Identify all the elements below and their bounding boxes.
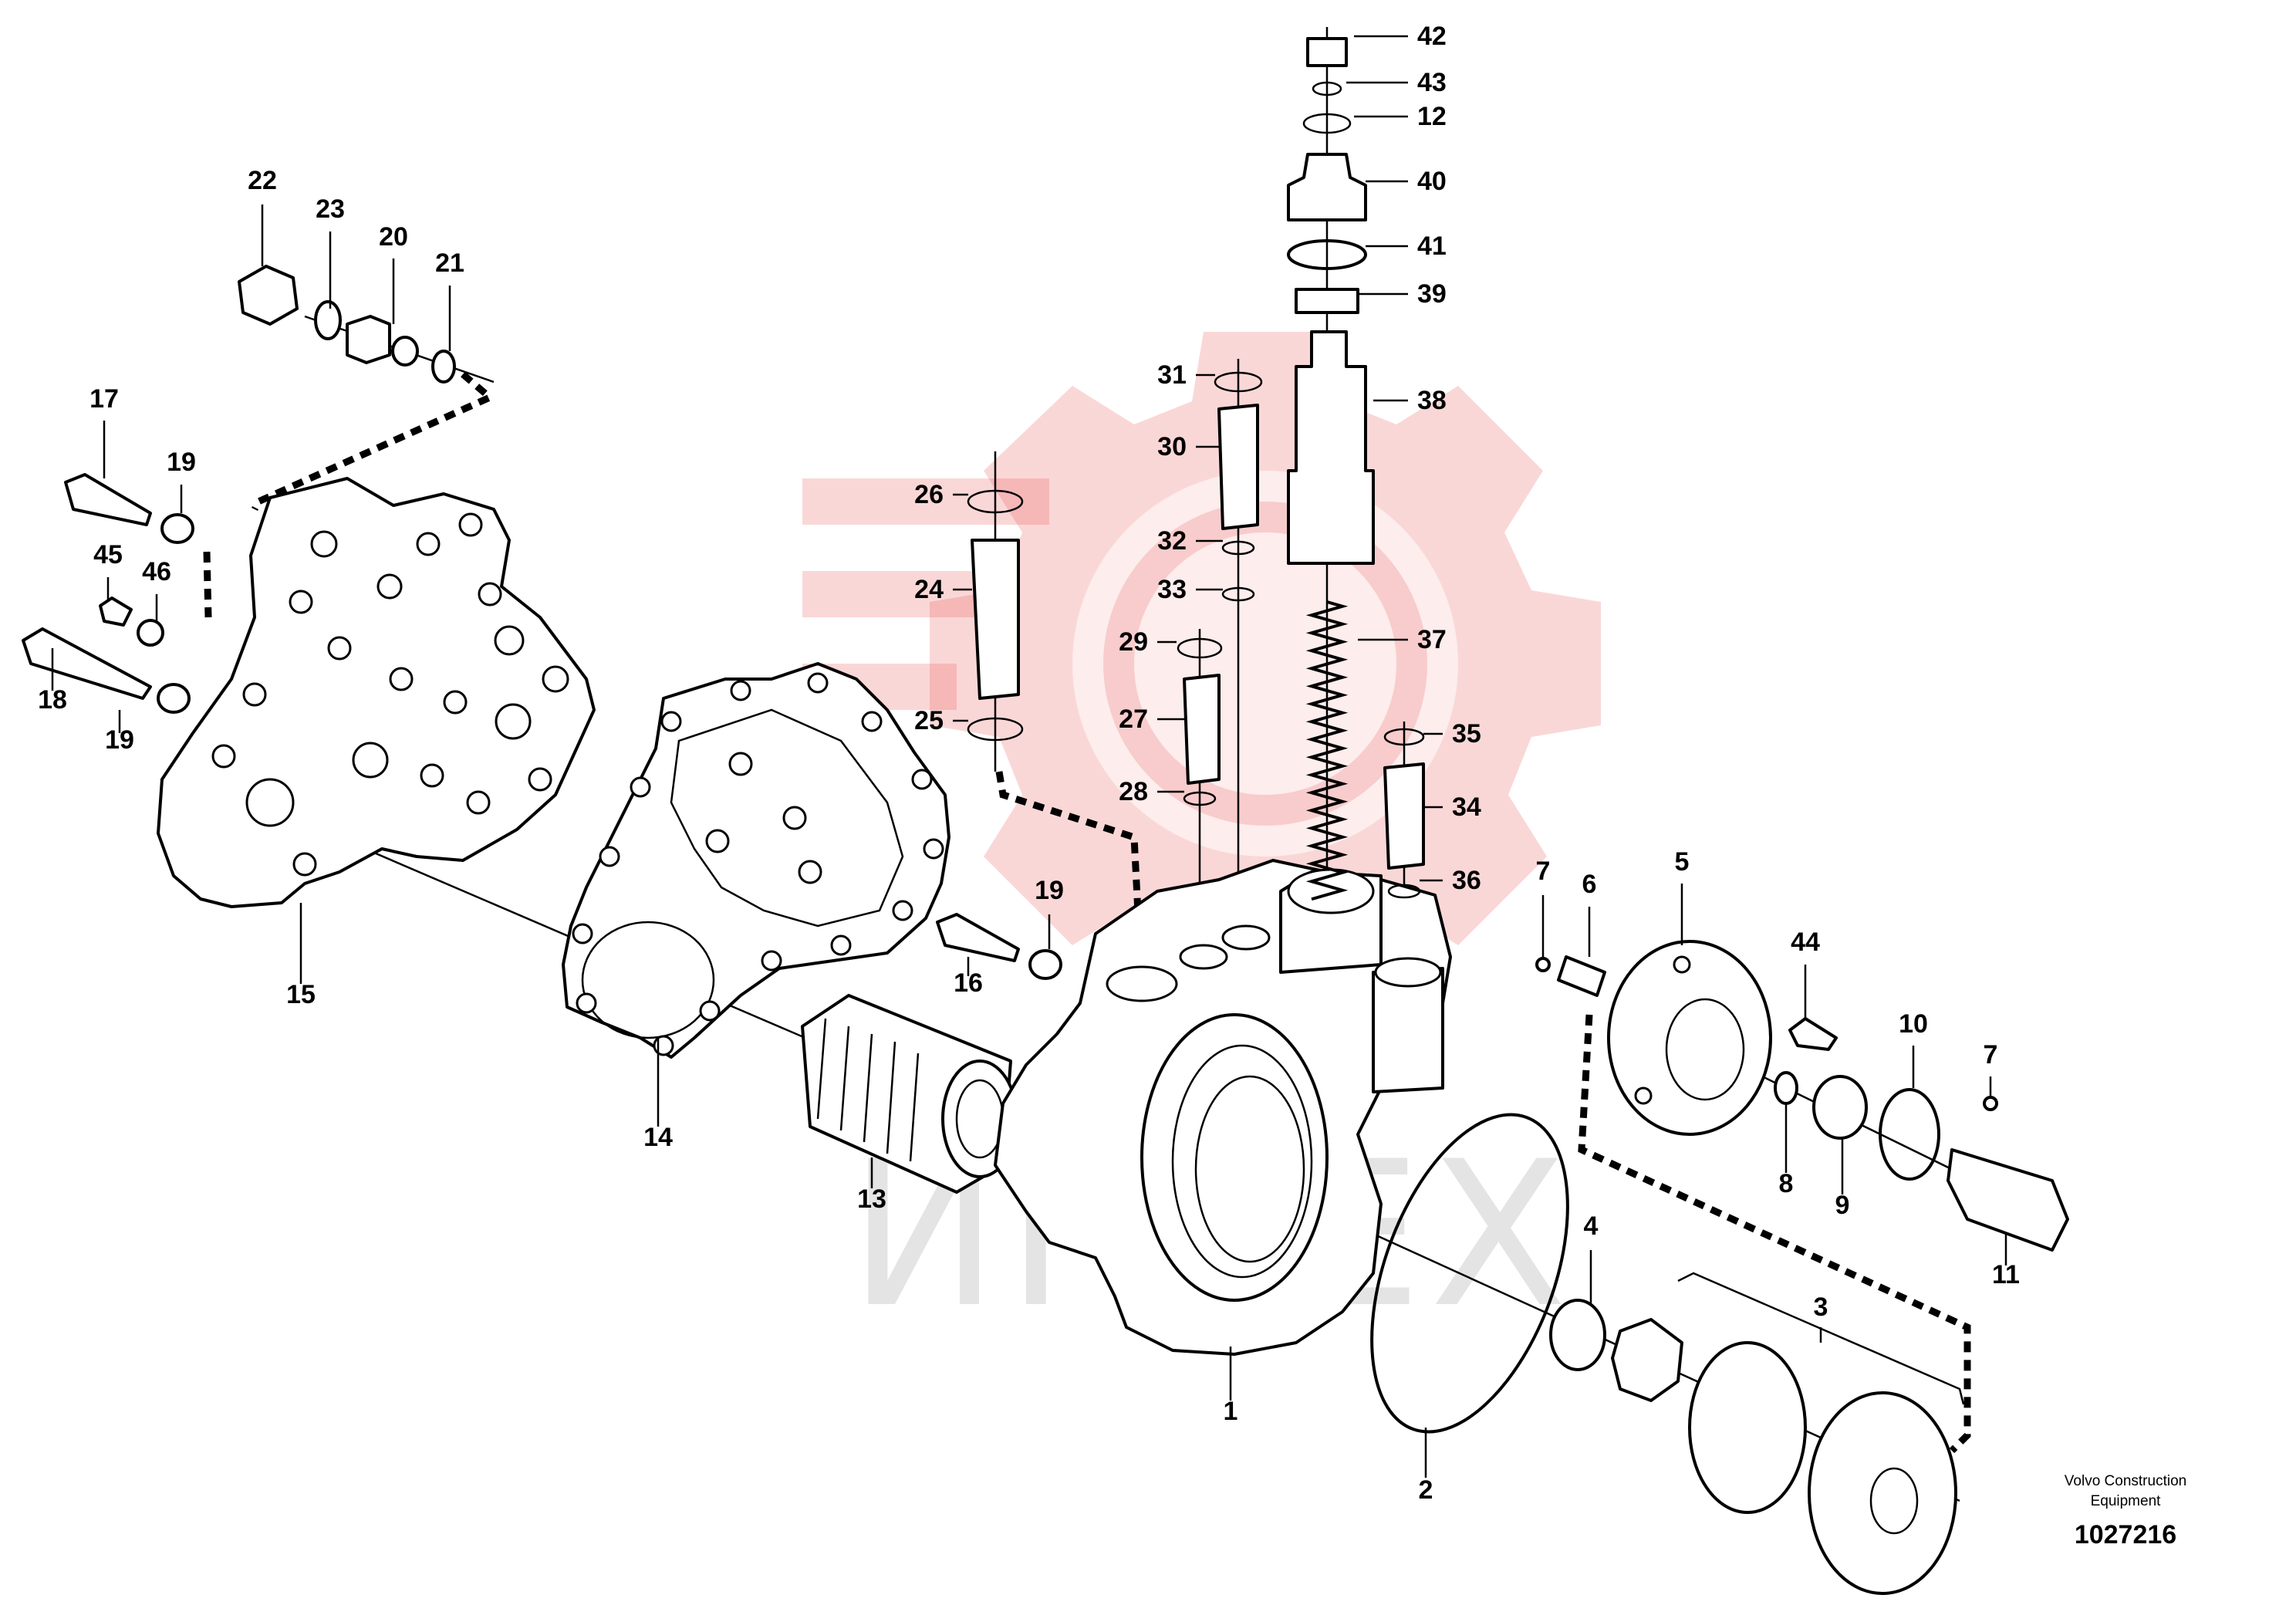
small-valves <box>967 371 1425 899</box>
callout-label: 24 <box>914 575 944 604</box>
callout-label: 1 <box>1224 1397 1238 1426</box>
callout-label: 38 <box>1417 386 1447 415</box>
callout-label: 42 <box>1417 22 1447 51</box>
callout-label: 28 <box>1119 777 1148 806</box>
callout-label: 22 <box>248 166 277 195</box>
callout-label: 10 <box>1899 1009 1928 1039</box>
callout-label: 36 <box>1452 866 1481 895</box>
callout-label: 9 <box>1835 1191 1850 1220</box>
callout-label: 44 <box>1791 928 1820 957</box>
o-ring-2 <box>1370 1113 1569 1434</box>
callout-label: 29 <box>1119 627 1148 657</box>
bolt-16 <box>936 913 1062 980</box>
callout-label: 34 <box>1452 792 1481 822</box>
callout-label: 2 <box>1419 1475 1433 1505</box>
brand-line-2: Equipment <box>2091 1493 2162 1509</box>
spring-37 <box>1305 600 1349 901</box>
callout-label: 15 <box>286 980 316 1009</box>
callout-label: 23 <box>316 194 345 224</box>
dashed-connection-lines <box>203 371 1971 1454</box>
callout-label: 7 <box>1536 857 1551 886</box>
spring-coil <box>1305 600 1349 901</box>
callout-label: 13 <box>857 1184 886 1214</box>
callout-label: 6 <box>1582 870 1597 899</box>
callout-label: 19 <box>167 448 196 477</box>
callout-label: 31 <box>1157 360 1187 390</box>
callout-label: 33 <box>1157 575 1187 604</box>
callout-label: 3 <box>1814 1293 1828 1322</box>
cover-plate-15 <box>157 477 596 908</box>
callout-label: 37 <box>1417 625 1447 654</box>
callout-label: 45 <box>93 540 123 569</box>
callout-label: 40 <box>1417 167 1447 196</box>
callout-label: 39 <box>1417 279 1447 309</box>
callout-label: 19 <box>1035 876 1064 905</box>
callout-label: 27 <box>1119 705 1148 734</box>
callout-label: 41 <box>1417 231 1447 261</box>
callout-label: 43 <box>1417 68 1447 97</box>
callout-label: 14 <box>643 1123 673 1152</box>
callout-label: 20 <box>379 222 408 252</box>
callout-labels: 4243124041393837353436313032332927282624… <box>38 22 2020 1505</box>
brand-line-1: Volvo Construction <box>2065 1473 2186 1489</box>
callout-label: 16 <box>954 968 983 998</box>
callout-label: 7 <box>1984 1040 1998 1070</box>
document-number: 1027216 <box>2075 1520 2176 1549</box>
left-bolts-washers <box>22 473 194 714</box>
callout-label: 18 <box>38 685 67 715</box>
housing-1 <box>994 859 1452 1356</box>
callout-label: 26 <box>914 480 944 509</box>
callout-label: 19 <box>105 725 134 755</box>
callout-label: 46 <box>142 557 171 586</box>
callout-label: 35 <box>1452 719 1481 748</box>
callout-label: 4 <box>1584 1211 1599 1241</box>
filter-13 <box>801 994 1018 1194</box>
callout-label: 12 <box>1417 102 1447 131</box>
callout-label: 30 <box>1157 432 1187 461</box>
callout-label: 32 <box>1157 526 1187 556</box>
valve-stack-42-38 <box>1287 37 1375 565</box>
callout-label: 17 <box>89 384 119 414</box>
callout-label: 5 <box>1675 847 1690 877</box>
right-parts <box>1535 940 2069 1252</box>
callout-label: 11 <box>1992 1260 2020 1289</box>
callout-label: 8 <box>1779 1169 1794 1198</box>
fitting-group <box>238 265 456 384</box>
callout-label: 21 <box>435 248 464 278</box>
callout-label: 25 <box>914 706 944 735</box>
gasket-14 <box>562 662 950 1059</box>
gear-set <box>1549 1272 1965 1595</box>
